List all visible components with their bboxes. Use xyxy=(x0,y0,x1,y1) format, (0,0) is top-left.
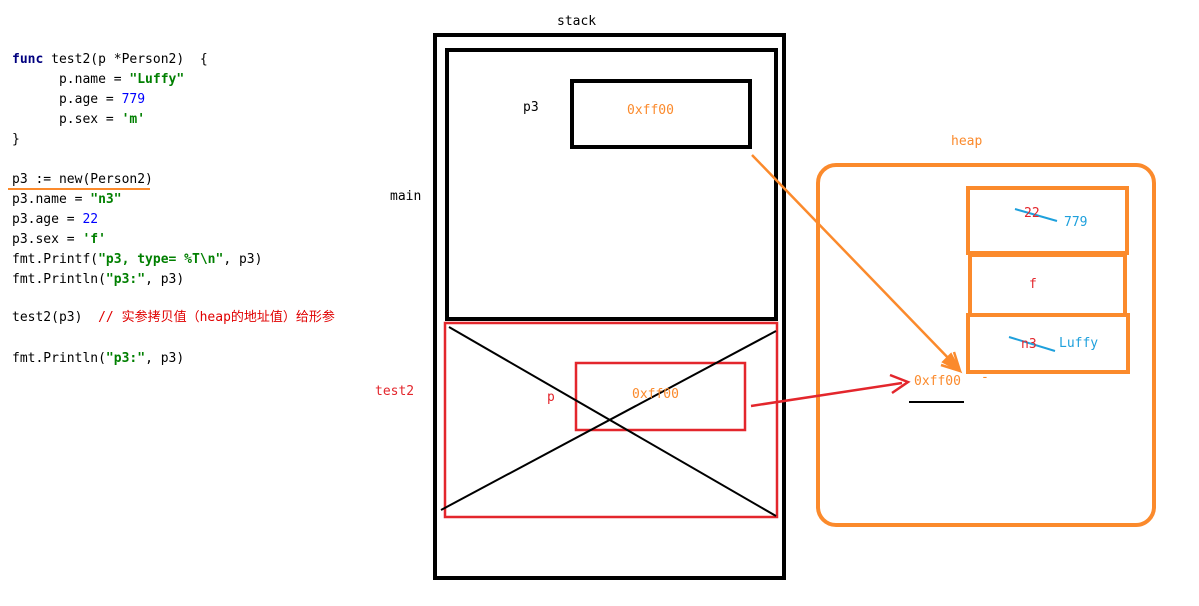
p3-cell-box xyxy=(570,79,752,149)
age-old-value: 22 xyxy=(1024,206,1040,221)
heap-address: 0xff00 xyxy=(914,374,961,389)
code-line-new: p3 := new(Person2) xyxy=(12,172,153,187)
heap-age-cell xyxy=(966,186,1129,255)
code-line-close: } xyxy=(12,132,20,147)
name-strike xyxy=(1008,336,1056,352)
code-value: 779 xyxy=(121,92,146,107)
stack-label: stack xyxy=(557,14,597,29)
code-lhs: fmt.Println( xyxy=(12,351,106,366)
code-lhs: p.sex = xyxy=(12,112,122,127)
heap-sex-cell xyxy=(968,253,1127,317)
code-value: 22 xyxy=(82,212,99,227)
age-new-value: 779 xyxy=(1064,215,1088,230)
test2-frame-box xyxy=(443,321,779,519)
code-line-age: p.age = 779 xyxy=(12,90,145,110)
call-comment: // 实参拷贝值（heap的地址值）给形参 xyxy=(90,310,335,325)
main-label: main xyxy=(390,189,422,204)
code-value: 'm' xyxy=(121,112,146,127)
test2-label: test2 xyxy=(375,384,415,399)
keyword-func: func xyxy=(12,52,44,67)
p-label: p xyxy=(547,390,555,405)
code-lhs: p3.age = xyxy=(12,212,83,227)
code-line-p3-age: p3.age = 22 xyxy=(12,210,98,230)
p-cell-box xyxy=(574,361,747,432)
p3-pointer-arrowhead-outline xyxy=(940,351,962,373)
p3-label: p3 xyxy=(523,100,539,115)
stack-box xyxy=(433,33,786,580)
heap-label: heap xyxy=(951,134,983,149)
p-pointer-arrow xyxy=(750,381,903,408)
p3-pointer-arrow xyxy=(751,154,954,364)
code-line-printf: fmt.Printf("p3, type= %T\n", p3) xyxy=(12,250,262,270)
code-lhs: p3.sex = xyxy=(12,232,83,247)
heap-name-cell xyxy=(966,313,1130,374)
code-lhs: p.name = xyxy=(12,72,130,87)
code-value: "p3, type= %T\n" xyxy=(98,252,224,267)
code-value: 'f' xyxy=(82,232,106,247)
code-line-func: func test2(p *Person2) { xyxy=(12,50,208,70)
code-lhs: p.age = xyxy=(12,92,122,107)
p-pointer-arrowhead xyxy=(889,373,911,395)
code-rhs: , p3) xyxy=(223,252,263,267)
code-value: "n3" xyxy=(90,192,122,207)
age-strike xyxy=(1014,208,1058,222)
p-value: 0xff00 xyxy=(632,387,679,402)
name-old-value: n3 xyxy=(1021,337,1037,352)
code-value: "p3:" xyxy=(105,351,146,366)
sex-value: f xyxy=(1029,277,1037,292)
code-value: "p3:" xyxy=(105,272,146,287)
p3-pointer-arrowhead xyxy=(941,352,963,374)
cross-line-1 xyxy=(448,326,777,517)
heap-address-dash: - xyxy=(981,370,989,385)
code-lhs: fmt.Printf( xyxy=(12,252,99,267)
cross-line-2 xyxy=(440,330,777,511)
p3-value: 0xff00 xyxy=(627,103,674,118)
code-value: "Luffy" xyxy=(129,72,185,87)
main-frame-box xyxy=(445,48,778,321)
code-rhs: , p3) xyxy=(145,351,185,366)
func-signature: test2(p *Person2) { xyxy=(43,52,208,67)
code-line-sex: p.sex = 'm' xyxy=(12,110,145,130)
code-line-println-1: fmt.Println("p3:", p3) xyxy=(12,270,184,290)
code-line-p3-name: p3.name = "n3" xyxy=(12,190,122,210)
name-new-value: Luffy xyxy=(1059,336,1099,351)
heap-box xyxy=(816,163,1156,527)
code-line-println-2: fmt.Println("p3:", p3) xyxy=(12,349,184,369)
code-lhs: fmt.Println( xyxy=(12,272,106,287)
code-rhs: , p3) xyxy=(145,272,185,287)
code-line-p3-sex: p3.sex = 'f' xyxy=(12,230,106,250)
code-lhs: p3.name = xyxy=(12,192,91,207)
code-line-name: p.name = "Luffy" xyxy=(12,70,184,90)
code-line-call: test2(p3) // 实参拷贝值（heap的地址值）给形参 xyxy=(12,308,335,328)
call-stmt: test2(p3) xyxy=(12,310,91,325)
